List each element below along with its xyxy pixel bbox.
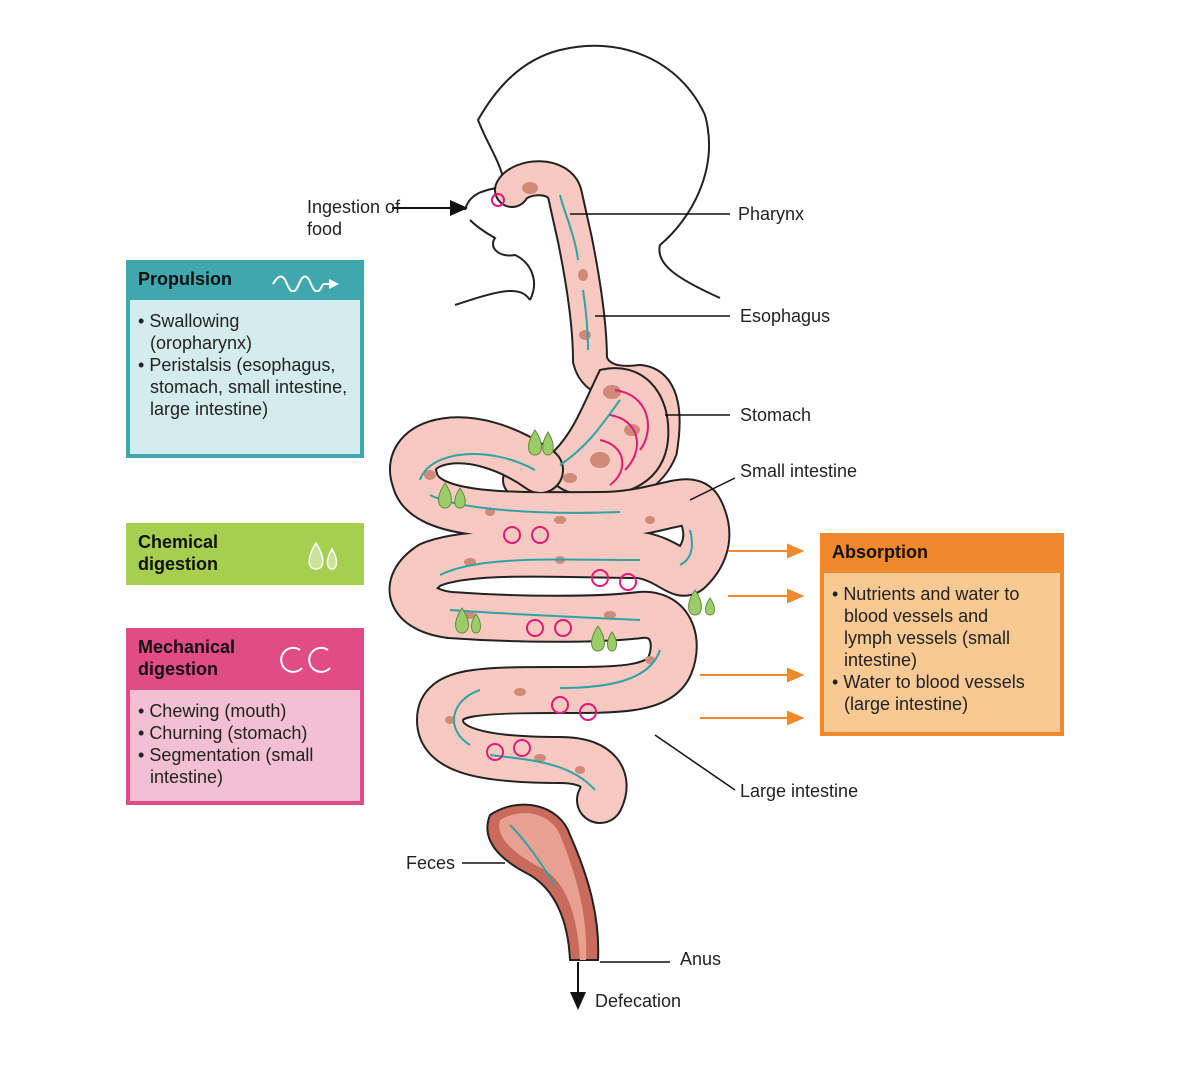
rectum-lining [499,812,587,960]
list-item: Nutrients and water to blood vessels and… [832,583,1034,671]
defecation-label: Defecation [595,991,682,1011]
ingestion-arrow [392,200,468,216]
segmentation-arrows [486,193,649,761]
wave-arrow-icon [272,275,339,292]
pharynx-label: Pharynx [738,204,805,224]
stomach-label: Stomach [740,405,812,425]
absorption-body: Nutrients and water to blood vessels and… [824,573,1060,732]
mechanical-title: Mechanical digestion [138,637,236,679]
droplets-icon [308,541,338,570]
esophagus-label: Esophagus [740,306,831,326]
list-item: Chewing (mouth) [138,700,352,722]
head-outline [464,44,721,299]
absorption-box: Absorption Nutrients and water to blood … [820,533,1064,736]
defecation-arrow [570,962,586,1010]
chemical-title: Chemical digestion [138,532,219,574]
absorption-title: Absorption [832,542,928,562]
small-intestine-fill [390,418,729,822]
propulsion-box: Propulsion Swallowing (oropharynx) Peris… [126,260,364,458]
large-intestine-label: Large intestine [740,781,859,801]
neck-back [454,289,531,306]
mechanical-body: Chewing (mouth) Churning (stomach) Segme… [130,690,360,801]
leader-lines [462,213,736,963]
churning-arrows-icon [280,646,331,673]
absorption-arrows [700,543,805,726]
mechanical-digestion-box: Mechanical digestion Chewing (mouth) Chu… [126,628,364,805]
anus-label: Anus [680,949,722,969]
propulsion-title: Propulsion [138,269,232,289]
enzyme-droplets [438,429,715,652]
small-intestine-label: Small intestine [740,461,858,481]
peristalsis-arrows [419,194,693,886]
list-item: Segmentation (small intestine) [138,744,330,788]
list-item: Peristalsis (esophagus, stomach, small i… [138,354,355,420]
chemical-digestion-box: Chemical digestion [126,523,364,585]
chin-outline [469,219,535,301]
list-item: Swallowing (oropharynx) [138,310,290,354]
propulsion-body: Swallowing (oropharynx) Peristalsis (eso… [130,300,360,454]
list-item: Water to blood vessels (large intestine) [832,671,1054,715]
ingestion-label: Ingestion of food [307,197,401,239]
feces-label: Feces [406,853,456,873]
list-item: Churning (stomach) [138,722,352,744]
